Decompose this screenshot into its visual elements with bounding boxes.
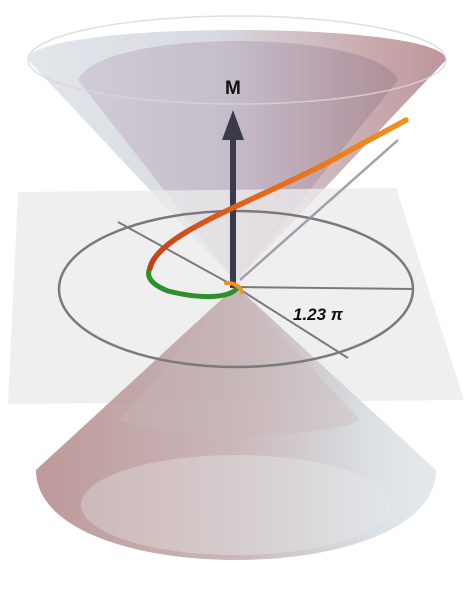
up-arrow-icon [222,110,244,140]
circle-radius-back [117,221,237,288]
upper-cone [27,15,447,282]
circle-radius-right [235,286,413,290]
lower-cone-inner-base [81,455,391,555]
upper-cone-rim [27,15,447,105]
lower-cone [36,286,436,560]
lower-cone-shade [120,286,360,435]
circle-radius-front [235,286,349,359]
guide-line [239,139,399,281]
trajectory-start-tail [224,280,244,294]
spiral-trajectory [146,117,409,300]
angle-label: 1.23 π [293,305,344,324]
trajectory-inner-segment [146,265,241,300]
trajectory-outer-segment [147,117,409,271]
vector-label: M [225,78,241,99]
